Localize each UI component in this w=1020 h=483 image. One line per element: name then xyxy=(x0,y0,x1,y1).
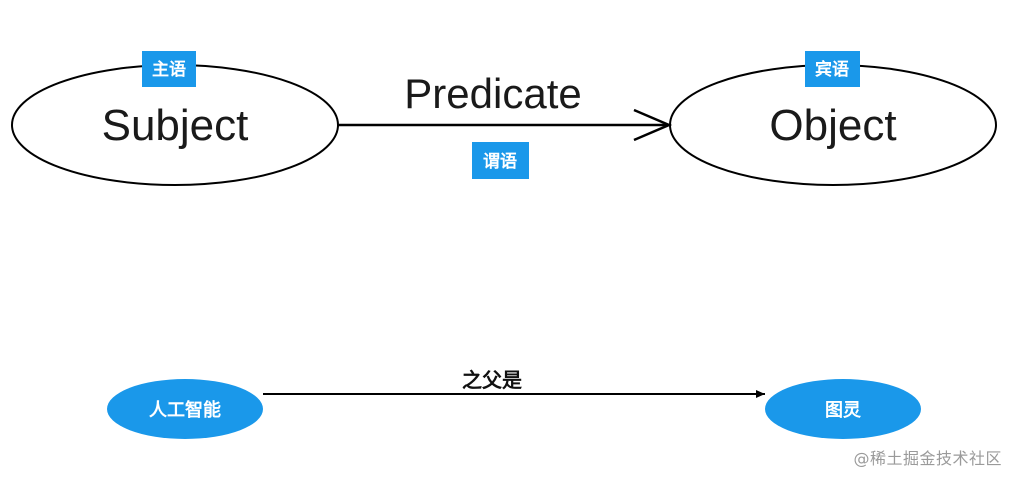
object-badge: 宾语 xyxy=(805,51,860,87)
target-node-label: 图灵 xyxy=(825,400,862,421)
predicate-arrowhead xyxy=(633,108,673,142)
predicate-badge: 谓语 xyxy=(472,142,529,179)
predicate-badge-text: 谓语 xyxy=(483,152,517,172)
predicate-label: Predicate xyxy=(404,70,581,117)
source-node-label: 人工智能 xyxy=(149,399,221,421)
object-badge-text: 宾语 xyxy=(815,59,849,80)
relation-label: 之父是 xyxy=(462,368,522,392)
subject-badge: 主语 xyxy=(142,51,196,87)
watermark: @稀土掘金技术社区 xyxy=(853,449,1002,468)
subject-badge-text: 主语 xyxy=(152,59,186,80)
target-node xyxy=(765,379,921,439)
object-label: Object xyxy=(769,101,896,150)
source-node xyxy=(107,379,263,439)
subject-label: Subject xyxy=(102,101,249,150)
